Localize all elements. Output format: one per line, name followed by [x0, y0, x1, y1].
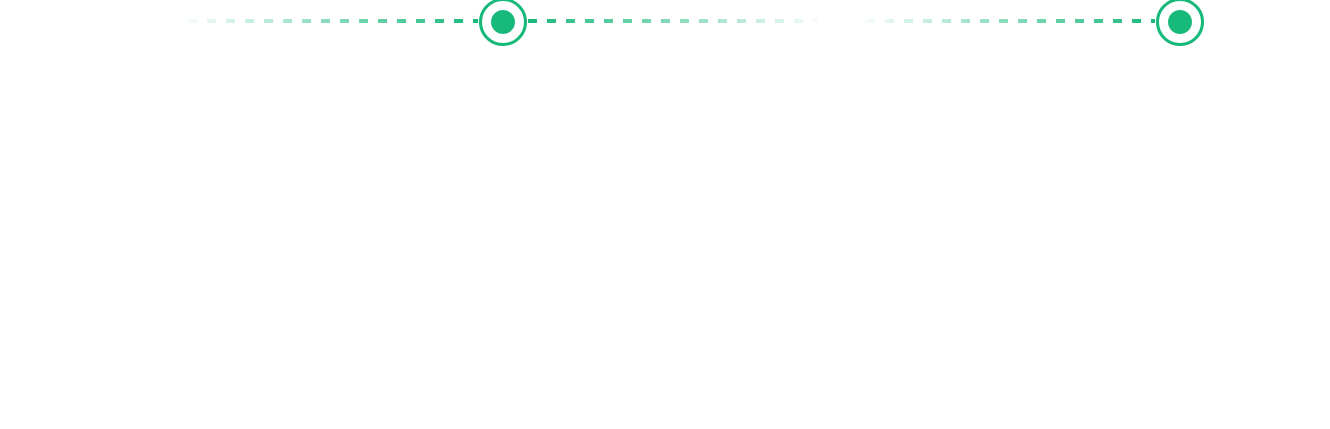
marker-dot: [1168, 10, 1192, 34]
timeline-marker-1: [479, 0, 527, 46]
marker-dot: [491, 10, 515, 34]
timeline-marker-2: [1156, 0, 1204, 46]
